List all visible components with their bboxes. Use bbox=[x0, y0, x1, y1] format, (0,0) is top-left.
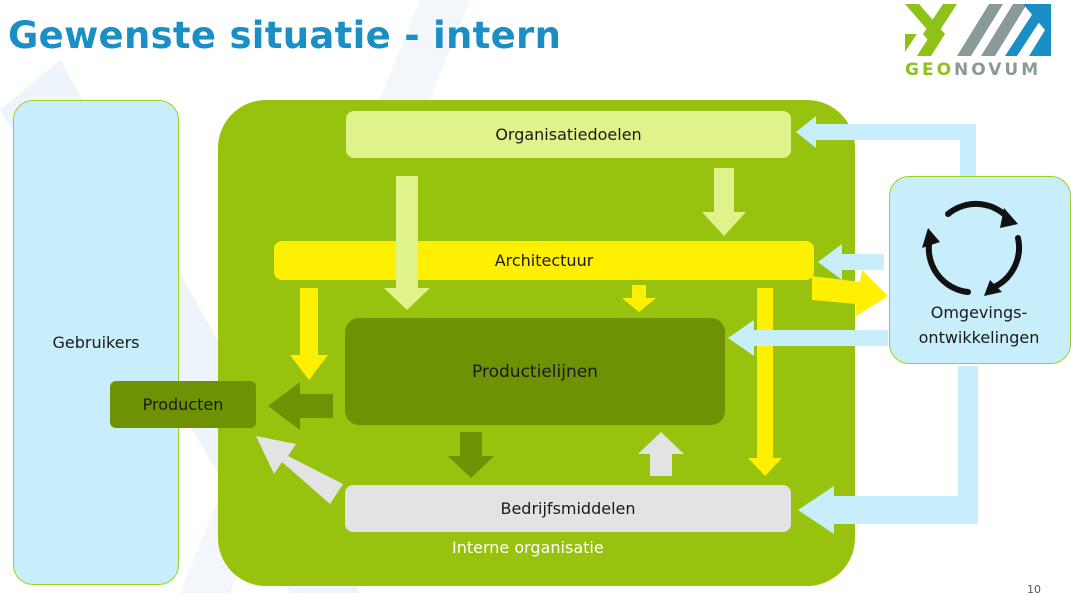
resources-label: Bedrijfsmiddelen bbox=[500, 499, 636, 518]
resources-box: Bedrijfsmiddelen bbox=[345, 485, 791, 532]
geonovum-logo-icon bbox=[905, 4, 1051, 56]
architecture-box: Architectuur bbox=[274, 241, 814, 280]
environment-label: Omgevings- ontwikkelingen bbox=[889, 300, 1069, 350]
organisation-goals-label: Organisatiedoelen bbox=[495, 125, 642, 144]
production-lines-box: Productielijnen bbox=[345, 318, 725, 425]
environment-box bbox=[889, 176, 1071, 364]
organisation-goals-box: Organisatiedoelen bbox=[346, 111, 791, 158]
logo-suffix: NOVUM bbox=[954, 60, 1042, 80]
environment-label-line1: Omgevings- bbox=[930, 303, 1028, 322]
users-label: Gebruikers bbox=[52, 333, 140, 352]
internal-organisation-label: Interne organisatie bbox=[452, 538, 604, 557]
logo-prefix: GEO bbox=[905, 60, 955, 80]
users-box bbox=[13, 100, 179, 585]
cycle-icon bbox=[922, 200, 1023, 296]
architecture-label: Architectuur bbox=[494, 251, 594, 270]
environment-label-line2: ontwikkelingen bbox=[918, 328, 1040, 347]
logo-wordmark: GEONOVUM bbox=[905, 60, 1041, 80]
slide-title: Gewenste situatie - intern bbox=[8, 14, 562, 57]
products-box: Producten bbox=[110, 381, 256, 428]
products-label: Producten bbox=[142, 395, 224, 414]
production-lines-label: Productielijnen bbox=[472, 361, 598, 382]
page-number: 10 bbox=[1027, 583, 1041, 596]
